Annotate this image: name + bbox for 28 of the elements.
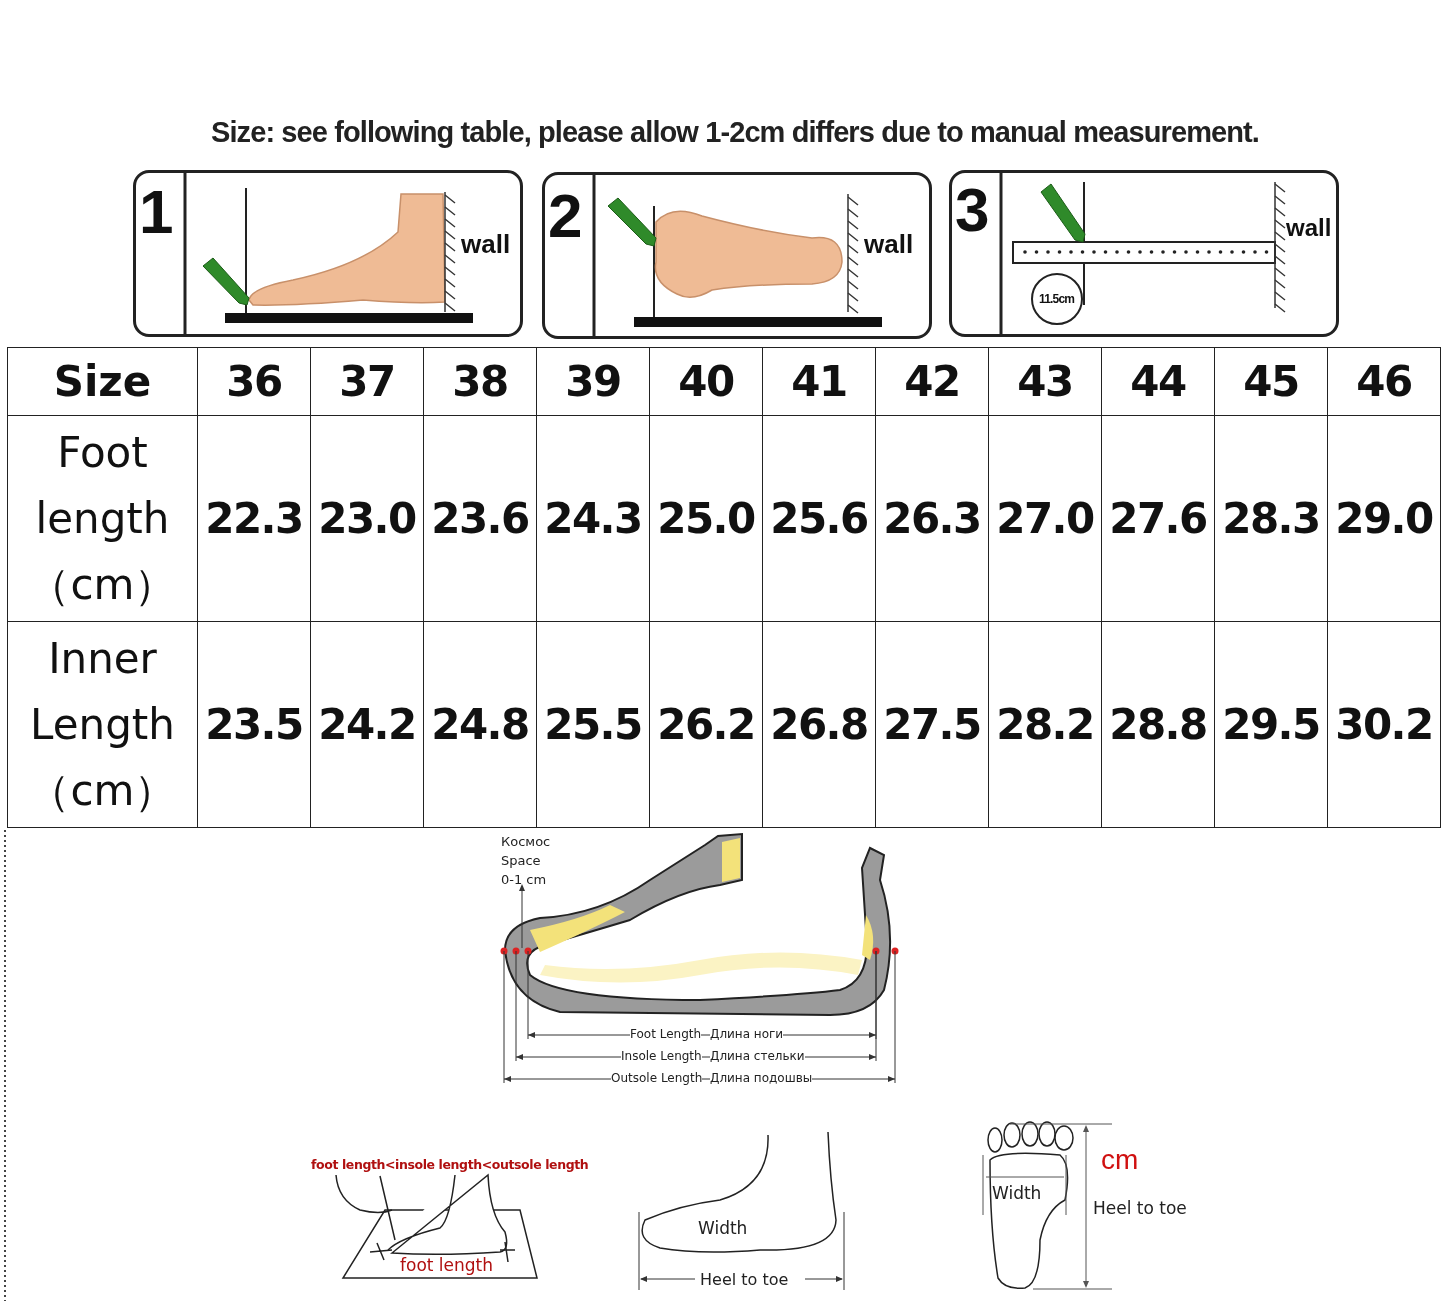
wall-label: wall bbox=[1286, 213, 1332, 243]
column-header-cell: 46 bbox=[1327, 347, 1441, 416]
step-number: 3 bbox=[955, 188, 990, 232]
table-cell: 30.2 bbox=[1327, 621, 1441, 828]
dimension-label: Длина подошвы bbox=[710, 1071, 813, 1085]
step-panel bbox=[133, 170, 523, 337]
wall-label: wall bbox=[461, 228, 511, 261]
wall-label: wall bbox=[864, 228, 914, 261]
annotation-text: foot length<insole length<outsole length bbox=[311, 1157, 589, 1172]
dimension-label: Длина ноги bbox=[710, 1027, 784, 1041]
dimension-label: Width bbox=[992, 1183, 1042, 1203]
dimension-label: Width bbox=[698, 1218, 748, 1238]
step-panel bbox=[542, 172, 932, 339]
dimension-label: Foot Length bbox=[630, 1027, 702, 1041]
unit-label: cm bbox=[1101, 1144, 1139, 1176]
annotation-text: Космос Space 0-1 cm bbox=[501, 833, 551, 889]
step-panel bbox=[949, 170, 1339, 337]
dimension-label: Heel to toe bbox=[1093, 1198, 1187, 1218]
dimension-label: Длина стельки bbox=[710, 1049, 805, 1063]
row-header-cell: Size bbox=[7, 347, 198, 416]
step-number: 1 bbox=[139, 190, 174, 234]
step-number: 2 bbox=[548, 194, 583, 238]
dimension-label: Insole Length bbox=[621, 1049, 702, 1063]
title: Size: see following table, please allow 1-2cm differs due to manual measurement. bbox=[209, 116, 1260, 149]
row-header-cell: Inner Length（cm） bbox=[7, 621, 198, 828]
dimension-label: Outsole Length bbox=[611, 1071, 703, 1085]
dimension-label: foot length bbox=[400, 1255, 494, 1275]
dimension-label: Heel to toe bbox=[700, 1270, 789, 1289]
